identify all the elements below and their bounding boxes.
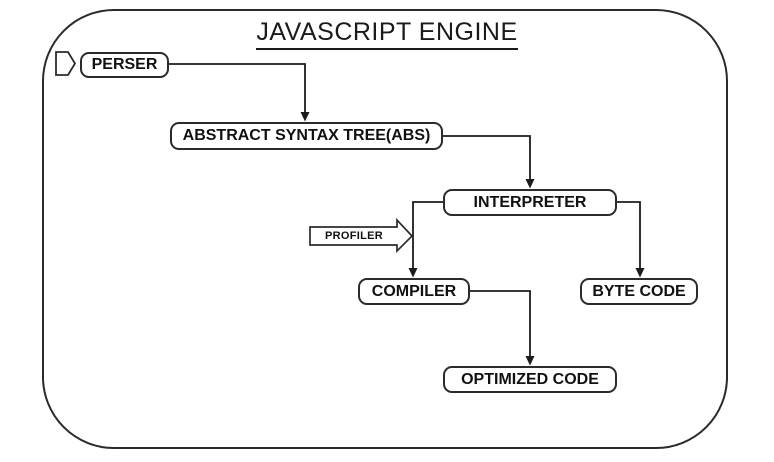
diagram-title-text: JAVASCRIPT ENGINE — [256, 18, 518, 50]
node-compiler: COMPILER — [358, 278, 470, 305]
node-optimized-code: OPTIMIZED CODE — [443, 366, 617, 393]
node-label: INTERPRETER — [473, 193, 587, 211]
node-perser: PERSER — [80, 52, 169, 78]
node-label: BYTE CODE — [592, 282, 686, 300]
node-interpreter: INTERPRETER — [443, 189, 617, 216]
node-label: COMPILER — [371, 282, 457, 300]
node-label: PROFILER — [324, 230, 383, 242]
node-label: OPTIMIZED CODE — [461, 370, 599, 388]
node-label: PERSER — [91, 56, 158, 73]
profiler-arrow-label: PROFILER — [310, 227, 398, 245]
node-byte-code: BYTE CODE — [580, 278, 698, 305]
diagram-title: JAVASCRIPT ENGINE — [0, 18, 774, 50]
node-abstract-syntax-tree: ABSTRACT SYNTAX TREE(ABS) — [170, 122, 443, 150]
node-label: ABSTRACT SYNTAX TREE(ABS) — [182, 127, 431, 144]
